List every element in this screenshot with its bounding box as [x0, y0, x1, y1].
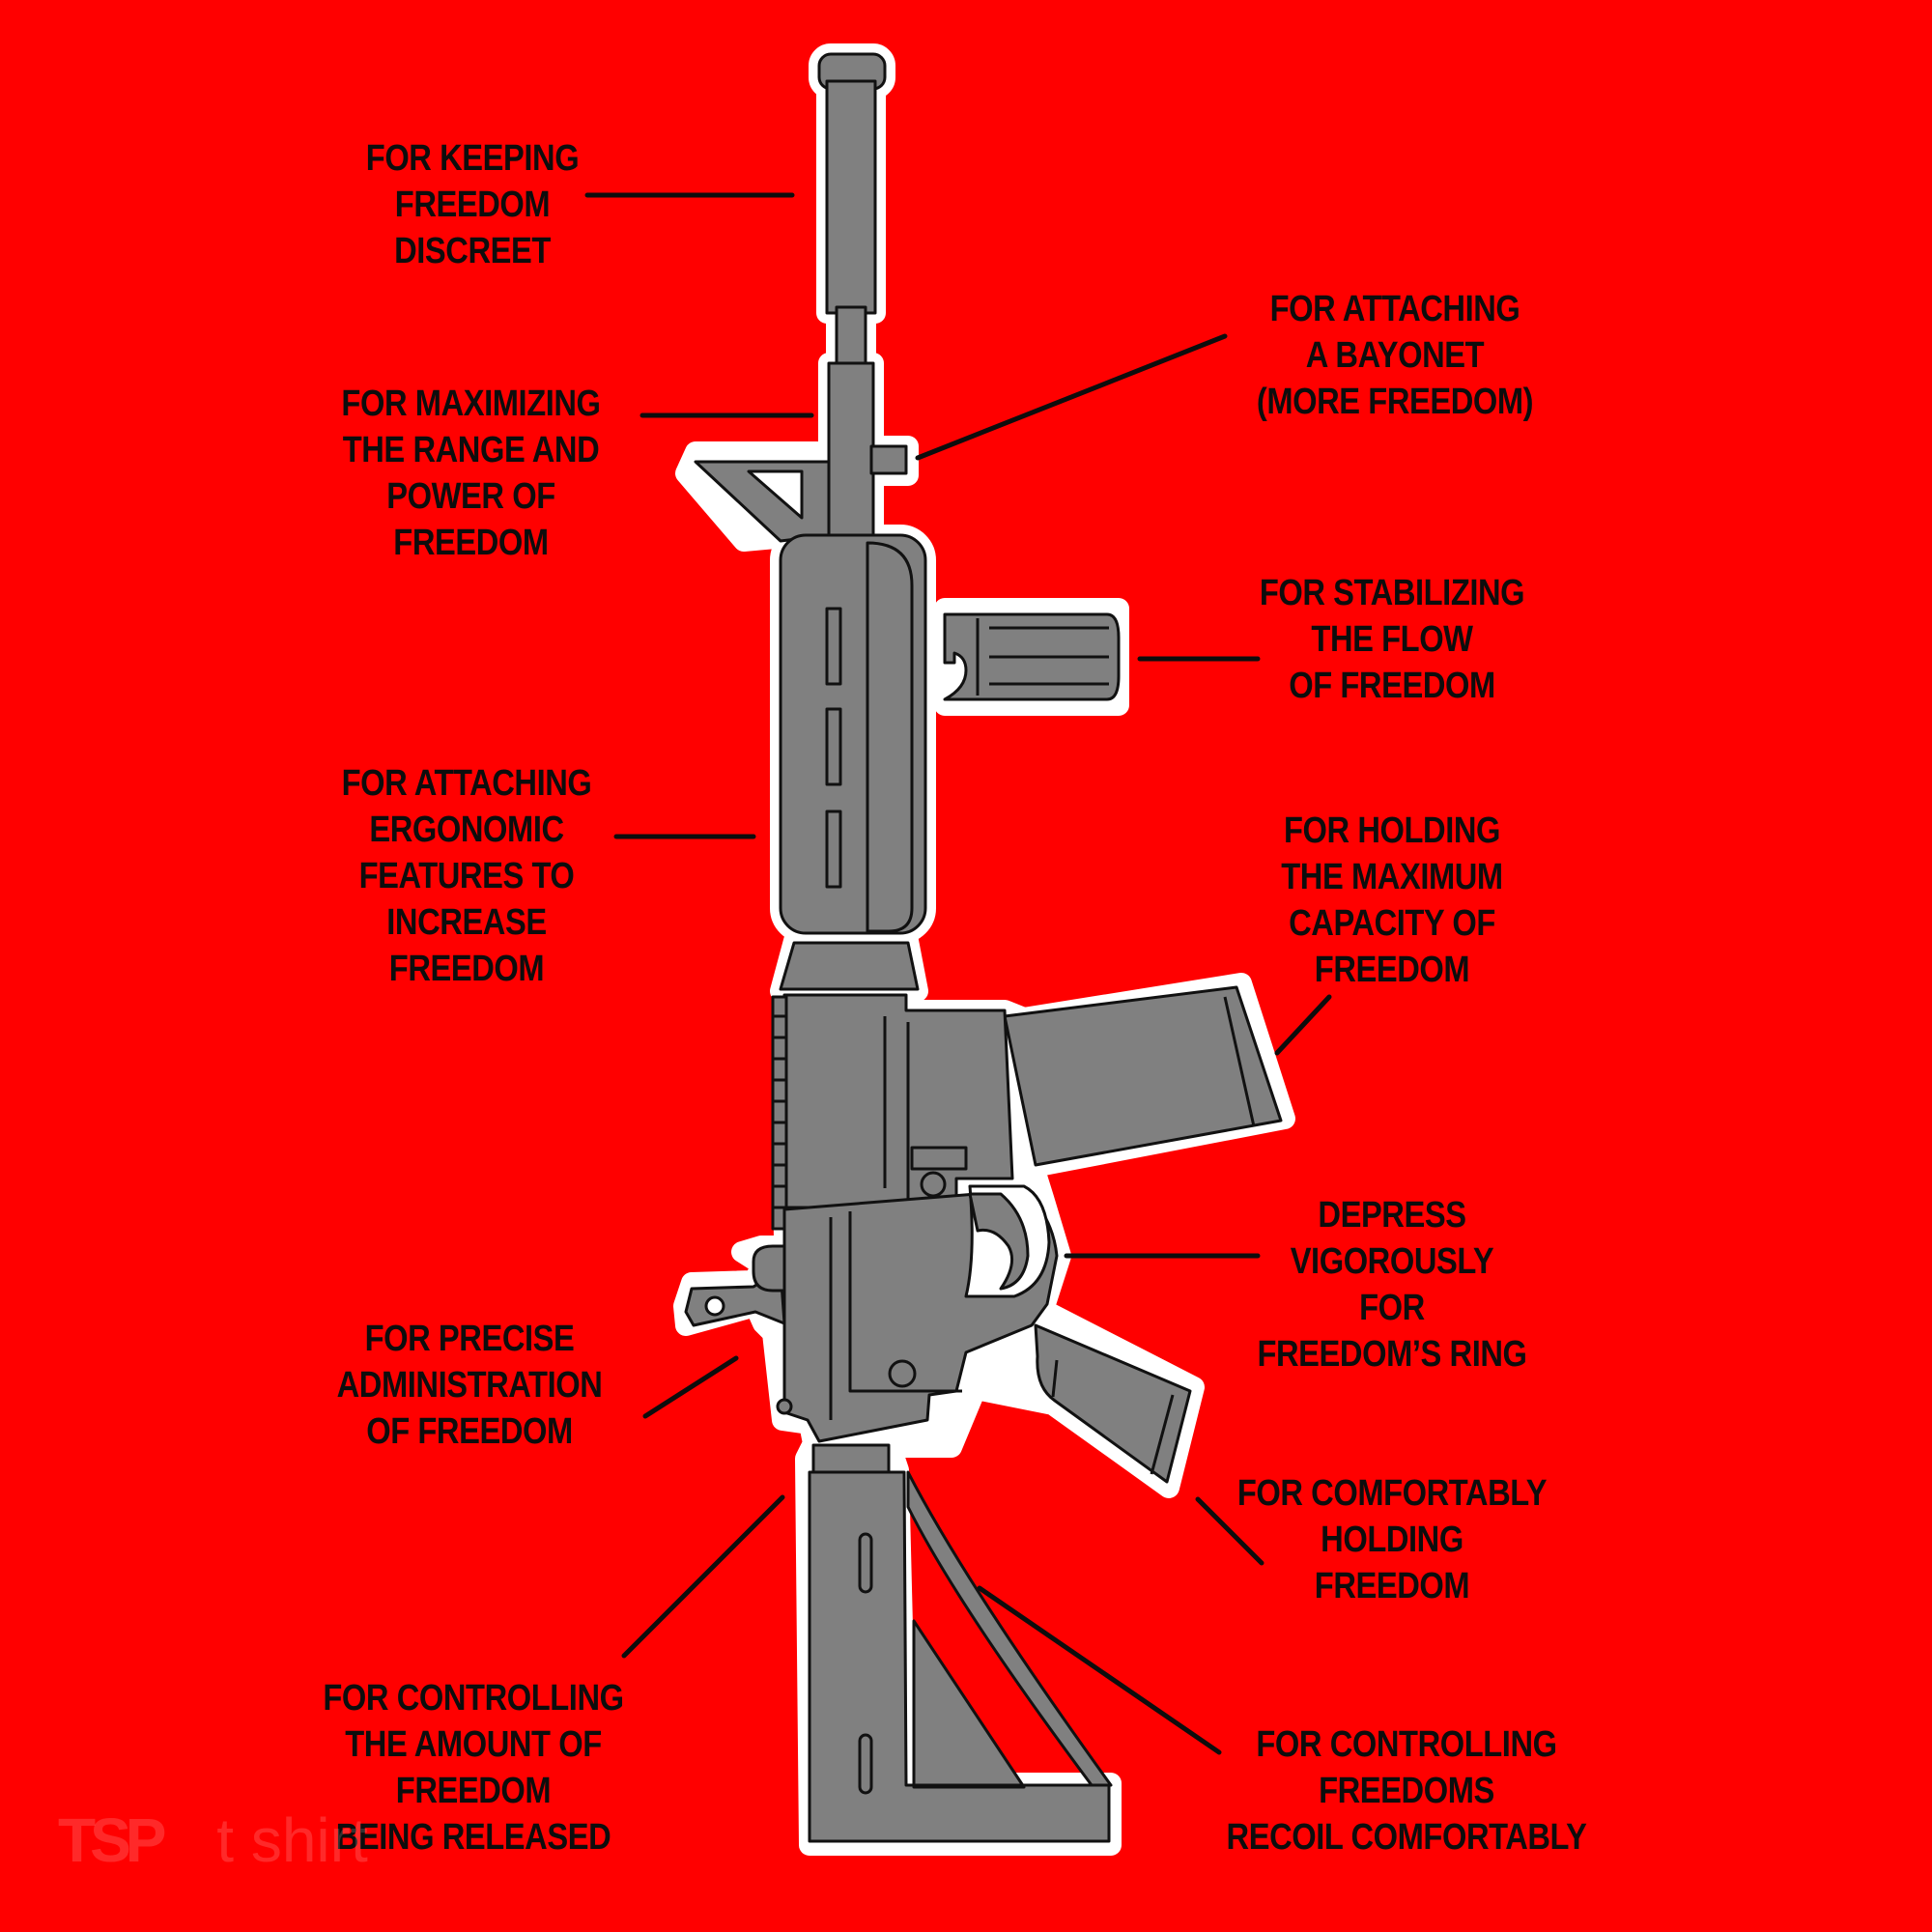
callout-foregrip: FOR STABILIZING THE FLOW OF FREEDOM [1259, 573, 1525, 706]
picatinny-rail [771, 995, 788, 1231]
callout-stock: FOR CONTROLLING FREEDOMS RECOIL COMFORTA… [1226, 1724, 1587, 1858]
callout-trigger: DEPRESS VIGOROUSLY FOR FREEDOM’S RING [1257, 1195, 1527, 1375]
stock-shape [808, 1470, 1111, 1843]
handguard-slot-2 [825, 707, 842, 786]
leader-rear-sight [642, 1355, 739, 1419]
barrel-shape [835, 305, 867, 369]
upper-receiver-shape [782, 993, 1014, 1209]
buffer-tube-shape [811, 1443, 891, 1476]
leader-buffer-tube [621, 1494, 785, 1659]
leader-bayonet [915, 333, 1228, 461]
takedown-pin-front [920, 1171, 947, 1198]
callout-rear-sight: FOR PRECISE ADMINISTRATION OF FREEDOM [336, 1319, 603, 1452]
delta-ring-shape [779, 941, 920, 991]
gas-block-shape [827, 361, 875, 539]
flash-hider-body-shape [825, 79, 877, 315]
callout-magazine: FOR HOLDING THE MAXIMUM CAPACITY OF FREE… [1281, 810, 1503, 990]
trigger-shape [968, 1192, 1030, 1291]
pistol-grip-shape [1034, 1323, 1192, 1484]
watermark-logo: TSP [58, 1805, 166, 1875]
leader-stock [977, 1585, 1222, 1755]
callout-handguard: FOR ATTACHING ERGONOMIC FEATURES TO INCR… [341, 763, 592, 989]
stock-slot-bottom [858, 1733, 873, 1795]
rifle-body [684, 52, 1283, 1843]
callout-pistol-grip: FOR COMFORTABLY HOLDING FREEDOM [1236, 1473, 1548, 1606]
callout-barrel: FOR MAXIMIZING THE RANGE AND POWER OF FR… [341, 384, 601, 563]
charging-handle-shape [752, 1244, 786, 1293]
stock-brace-shape [906, 1470, 1113, 1787]
rifle-white-outline [673, 43, 1295, 1856]
handguard-panel-shape [866, 541, 914, 933]
watermark: TSP t shirt [58, 1804, 368, 1876]
handguard-slot-1 [825, 607, 842, 686]
magazine-shape [1003, 985, 1283, 1167]
takedown-pin-rear [888, 1359, 917, 1388]
handguard-slot-3 [825, 810, 842, 889]
callout-bayonet-lug: FOR ATTACHING A BAYONET (MORE FREEDOM) [1256, 289, 1534, 422]
bayonet-lug-shape [869, 444, 908, 475]
leader-pistol-grip [1195, 1496, 1264, 1566]
callout-flash-hider: FOR KEEPING FREEDOM DISCREET [365, 138, 580, 271]
callout-buffer-tube: FOR CONTROLLING THE AMOUNT OF FREEDOM BE… [323, 1678, 624, 1858]
leader-magazine [1274, 994, 1332, 1056]
pivot-pin [776, 1398, 793, 1415]
stock-slot-top [858, 1532, 873, 1594]
leader-lines [584, 192, 1332, 1755]
watermark-text: t shirt [216, 1805, 368, 1875]
